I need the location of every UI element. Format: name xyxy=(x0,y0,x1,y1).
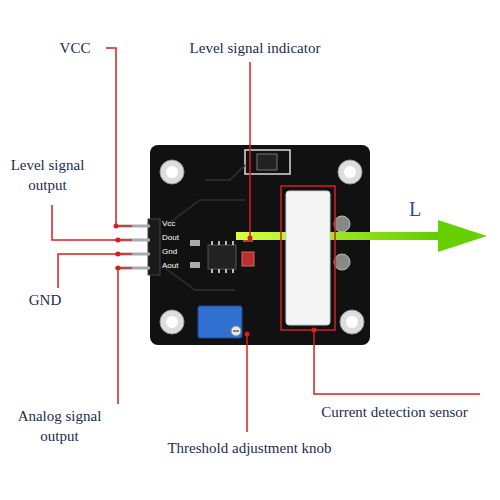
pin-callout: Level signal output xyxy=(0,155,95,196)
mounting-holes xyxy=(160,160,364,334)
part-callout: Level signal indicator xyxy=(150,38,360,58)
current-sensor-body xyxy=(286,191,330,325)
pin-name: Vcc xyxy=(162,220,192,229)
sensor-highlight xyxy=(281,186,335,330)
comparator-ic xyxy=(208,241,236,273)
pin-name: Gnd xyxy=(162,248,192,257)
part-callout: Current detection sensor xyxy=(292,402,497,422)
pin-name: Dout xyxy=(162,234,192,243)
leader-dots xyxy=(114,224,317,337)
current-symbol: L xyxy=(400,196,430,223)
hall-chip xyxy=(257,154,277,170)
hall-chip-outline xyxy=(245,150,290,174)
pcb-traces xyxy=(165,165,245,290)
smd-capacitor xyxy=(242,252,254,266)
smd-resistor xyxy=(190,240,200,246)
part-callout: Threshold adjustment knob xyxy=(122,438,377,458)
smd-resistor xyxy=(190,262,200,268)
header-pins xyxy=(115,226,150,268)
current-direction-arrow xyxy=(236,220,487,252)
pin-callout: VCC xyxy=(40,38,110,58)
pcb-board xyxy=(150,145,370,345)
leader-lines xyxy=(52,48,480,432)
potentiometer xyxy=(198,306,242,338)
pin-callout: GND xyxy=(15,290,75,310)
pin-callout: Analog signal output xyxy=(2,406,117,447)
pin-name: Aout xyxy=(162,262,192,271)
